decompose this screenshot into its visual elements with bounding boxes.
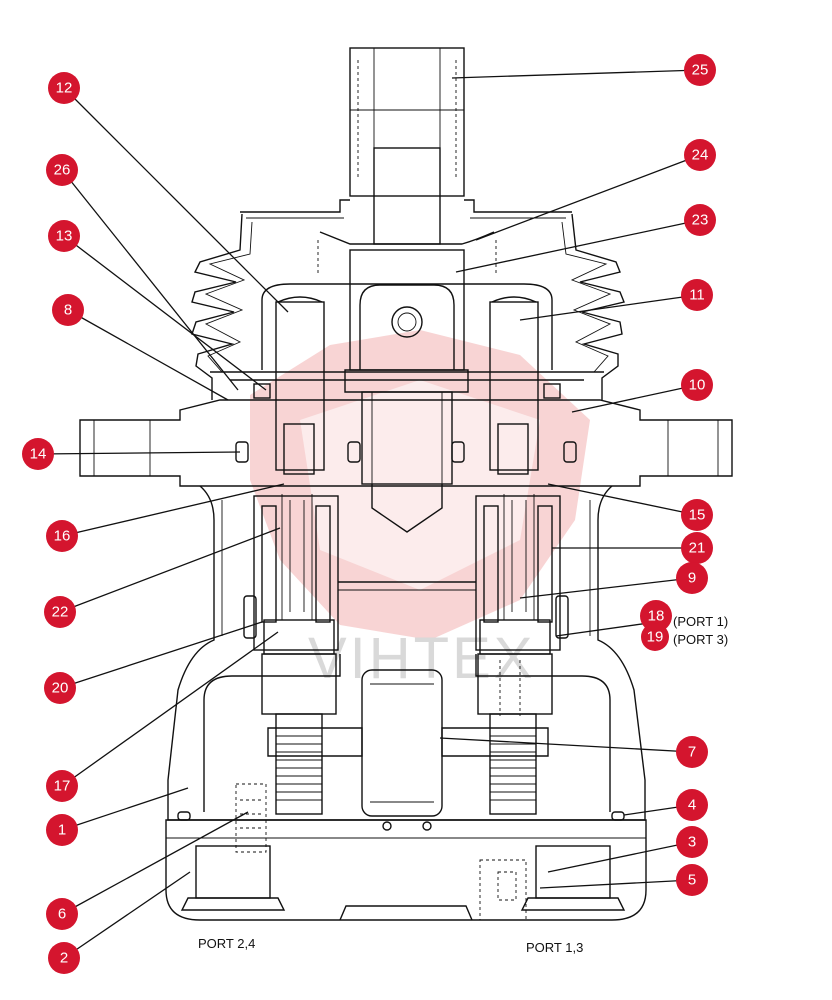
callout-26: 26 (46, 154, 78, 186)
callout-21: 21 (681, 532, 713, 564)
callout-10: 10 (681, 369, 713, 401)
callout-3: 3 (676, 826, 708, 858)
svg-text:21: 21 (689, 540, 706, 557)
svg-text:14: 14 (30, 446, 47, 463)
callout-15: 15 (681, 499, 713, 531)
callout-11: 11 (681, 279, 713, 311)
callout-5: 5 (676, 864, 708, 896)
callout-25: 25 (684, 54, 716, 86)
svg-text:12: 12 (56, 80, 73, 97)
port-3-label: (PORT 3) (673, 632, 728, 647)
svg-text:8: 8 (64, 302, 72, 319)
callout-18: 18 (640, 600, 672, 632)
callout-4: 4 (676, 789, 708, 821)
svg-text:24: 24 (692, 147, 709, 164)
svg-text:4: 4 (688, 797, 696, 814)
watermark-text: VIHTEX (308, 626, 536, 691)
svg-text:25: 25 (692, 62, 709, 79)
callout-1: 1 (46, 814, 78, 846)
callouts: 25 12 24 26 23 13 11 8 10 14 15 16 21 9 … (22, 54, 716, 974)
callout-12: 12 (48, 72, 80, 104)
svg-text:9: 9 (688, 570, 696, 587)
port-1-3-label: PORT 1,3 (526, 940, 583, 955)
svg-text:18: 18 (648, 608, 665, 625)
callout-23: 23 (684, 204, 716, 236)
callout-8: 8 (52, 294, 84, 326)
port-labels: (PORT 1) (PORT 3) PORT 2,4 PORT 1,3 (198, 614, 728, 955)
callout-14: 14 (22, 438, 54, 470)
svg-text:16: 16 (54, 528, 71, 545)
callout-2: 2 (48, 942, 80, 974)
callout-22: 22 (44, 596, 76, 628)
callout-9: 9 (676, 562, 708, 594)
svg-text:15: 15 (689, 507, 706, 524)
svg-text:2: 2 (60, 950, 68, 967)
leader-lines (37, 69, 701, 959)
callout-7: 7 (676, 736, 708, 768)
svg-text:5: 5 (688, 872, 696, 889)
watermark: VIHTEX (250, 330, 590, 691)
svg-text:3: 3 (688, 834, 696, 851)
svg-text:20: 20 (52, 680, 69, 697)
valve-drawing (79, 47, 733, 921)
svg-text:19: 19 (647, 629, 664, 646)
svg-text:23: 23 (692, 212, 709, 229)
callout-16: 16 (46, 520, 78, 552)
callout-6: 6 (46, 898, 78, 930)
callout-13: 13 (48, 220, 80, 252)
svg-text:7: 7 (688, 744, 696, 761)
svg-text:10: 10 (689, 377, 706, 394)
svg-text:22: 22 (52, 604, 69, 621)
port-1-label: (PORT 1) (673, 614, 728, 629)
svg-text:17: 17 (54, 778, 71, 795)
svg-text:26: 26 (54, 162, 71, 179)
callout-19: 19 (641, 623, 669, 651)
svg-text:1: 1 (58, 822, 66, 839)
callout-17: 17 (46, 770, 78, 802)
port-2-4-label: PORT 2,4 (198, 936, 255, 951)
svg-text:11: 11 (689, 287, 705, 304)
callout-20: 20 (44, 672, 76, 704)
svg-text:6: 6 (58, 906, 66, 923)
callout-24: 24 (684, 139, 716, 171)
svg-text:13: 13 (56, 228, 73, 245)
